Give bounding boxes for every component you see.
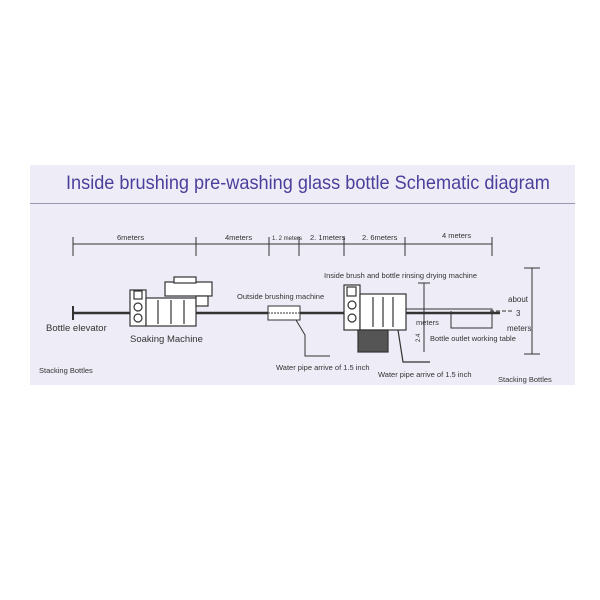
height-value-label: 2.4 bbox=[416, 333, 422, 342]
inside-brush-machine bbox=[343, 284, 430, 363]
meters-label: meters bbox=[507, 324, 531, 333]
diagram-panel bbox=[30, 165, 575, 385]
outlet-working-table bbox=[406, 308, 493, 329]
dim-label: 4 meters bbox=[442, 231, 471, 240]
bottle-elevator-label: Bottle elevator bbox=[46, 323, 107, 334]
stacking-bottles-right: Stacking Bottles bbox=[498, 375, 552, 384]
dimension-line bbox=[72, 237, 493, 256]
height-dimension bbox=[418, 267, 540, 355]
title-divider bbox=[30, 203, 575, 204]
about-label: about bbox=[508, 295, 529, 304]
height-meters-label: meters bbox=[416, 318, 439, 327]
water-pipe-label: Water pipe arrive of 1.5 inch bbox=[276, 363, 370, 372]
three-label: 3 bbox=[516, 309, 521, 318]
soaking-machine bbox=[129, 276, 213, 327]
outlet-table-label: Bottle outlet working table bbox=[430, 334, 516, 343]
stacking-bottles-left: Stacking Bottles bbox=[39, 366, 93, 375]
diagram-title: Inside brushing pre-washing glass bottle… bbox=[66, 172, 550, 194]
outside-brushing-label: Outside brushing machine bbox=[237, 292, 324, 301]
dim-label: 6meters bbox=[117, 233, 144, 242]
dim-label: 2. 1meters bbox=[310, 233, 346, 242]
water-pipe-label: Water pipe arrive of 1.5 inch bbox=[378, 370, 472, 379]
dim-label: 4meters bbox=[225, 233, 252, 242]
inside-brush-label: Inside brush and bottle rinsing drying m… bbox=[324, 271, 477, 280]
dim-label: 2. 6meters bbox=[362, 233, 398, 242]
dim-label: 1. 2 meters bbox=[272, 236, 302, 242]
outside-brushing-machine bbox=[267, 305, 330, 357]
soaking-machine-label: Soaking Machine bbox=[130, 334, 203, 345]
